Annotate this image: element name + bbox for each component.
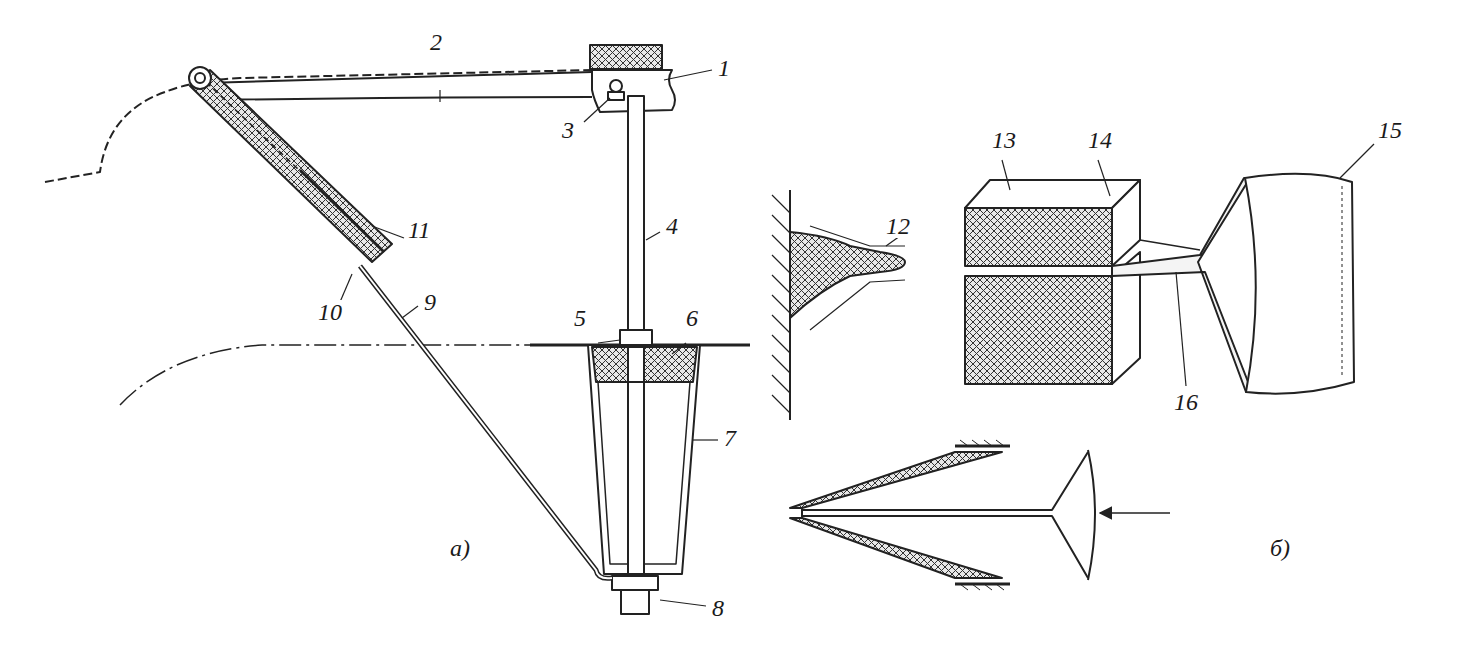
- callout-number: 7: [722, 426, 738, 450]
- callout-number: 3: [560, 118, 576, 142]
- callout-number: б): [1268, 536, 1292, 560]
- callout-number: 16: [1172, 390, 1200, 414]
- callout-number: 14: [1086, 128, 1114, 152]
- callout-number: 2: [428, 30, 444, 54]
- callout-number: 10: [316, 300, 344, 324]
- callout-number: 6: [684, 306, 700, 330]
- callout-number: а): [448, 536, 472, 560]
- callout-number: 4: [664, 214, 680, 238]
- callout-number: 5: [572, 306, 588, 330]
- callout-number: 15: [1376, 118, 1404, 142]
- callout-number: 13: [990, 128, 1018, 152]
- callout-number: 1: [716, 56, 732, 80]
- callout-number: 12: [884, 214, 912, 238]
- callout-number: 8: [710, 596, 726, 620]
- callout-number: 9: [422, 290, 438, 314]
- callout-number: 11: [406, 218, 432, 242]
